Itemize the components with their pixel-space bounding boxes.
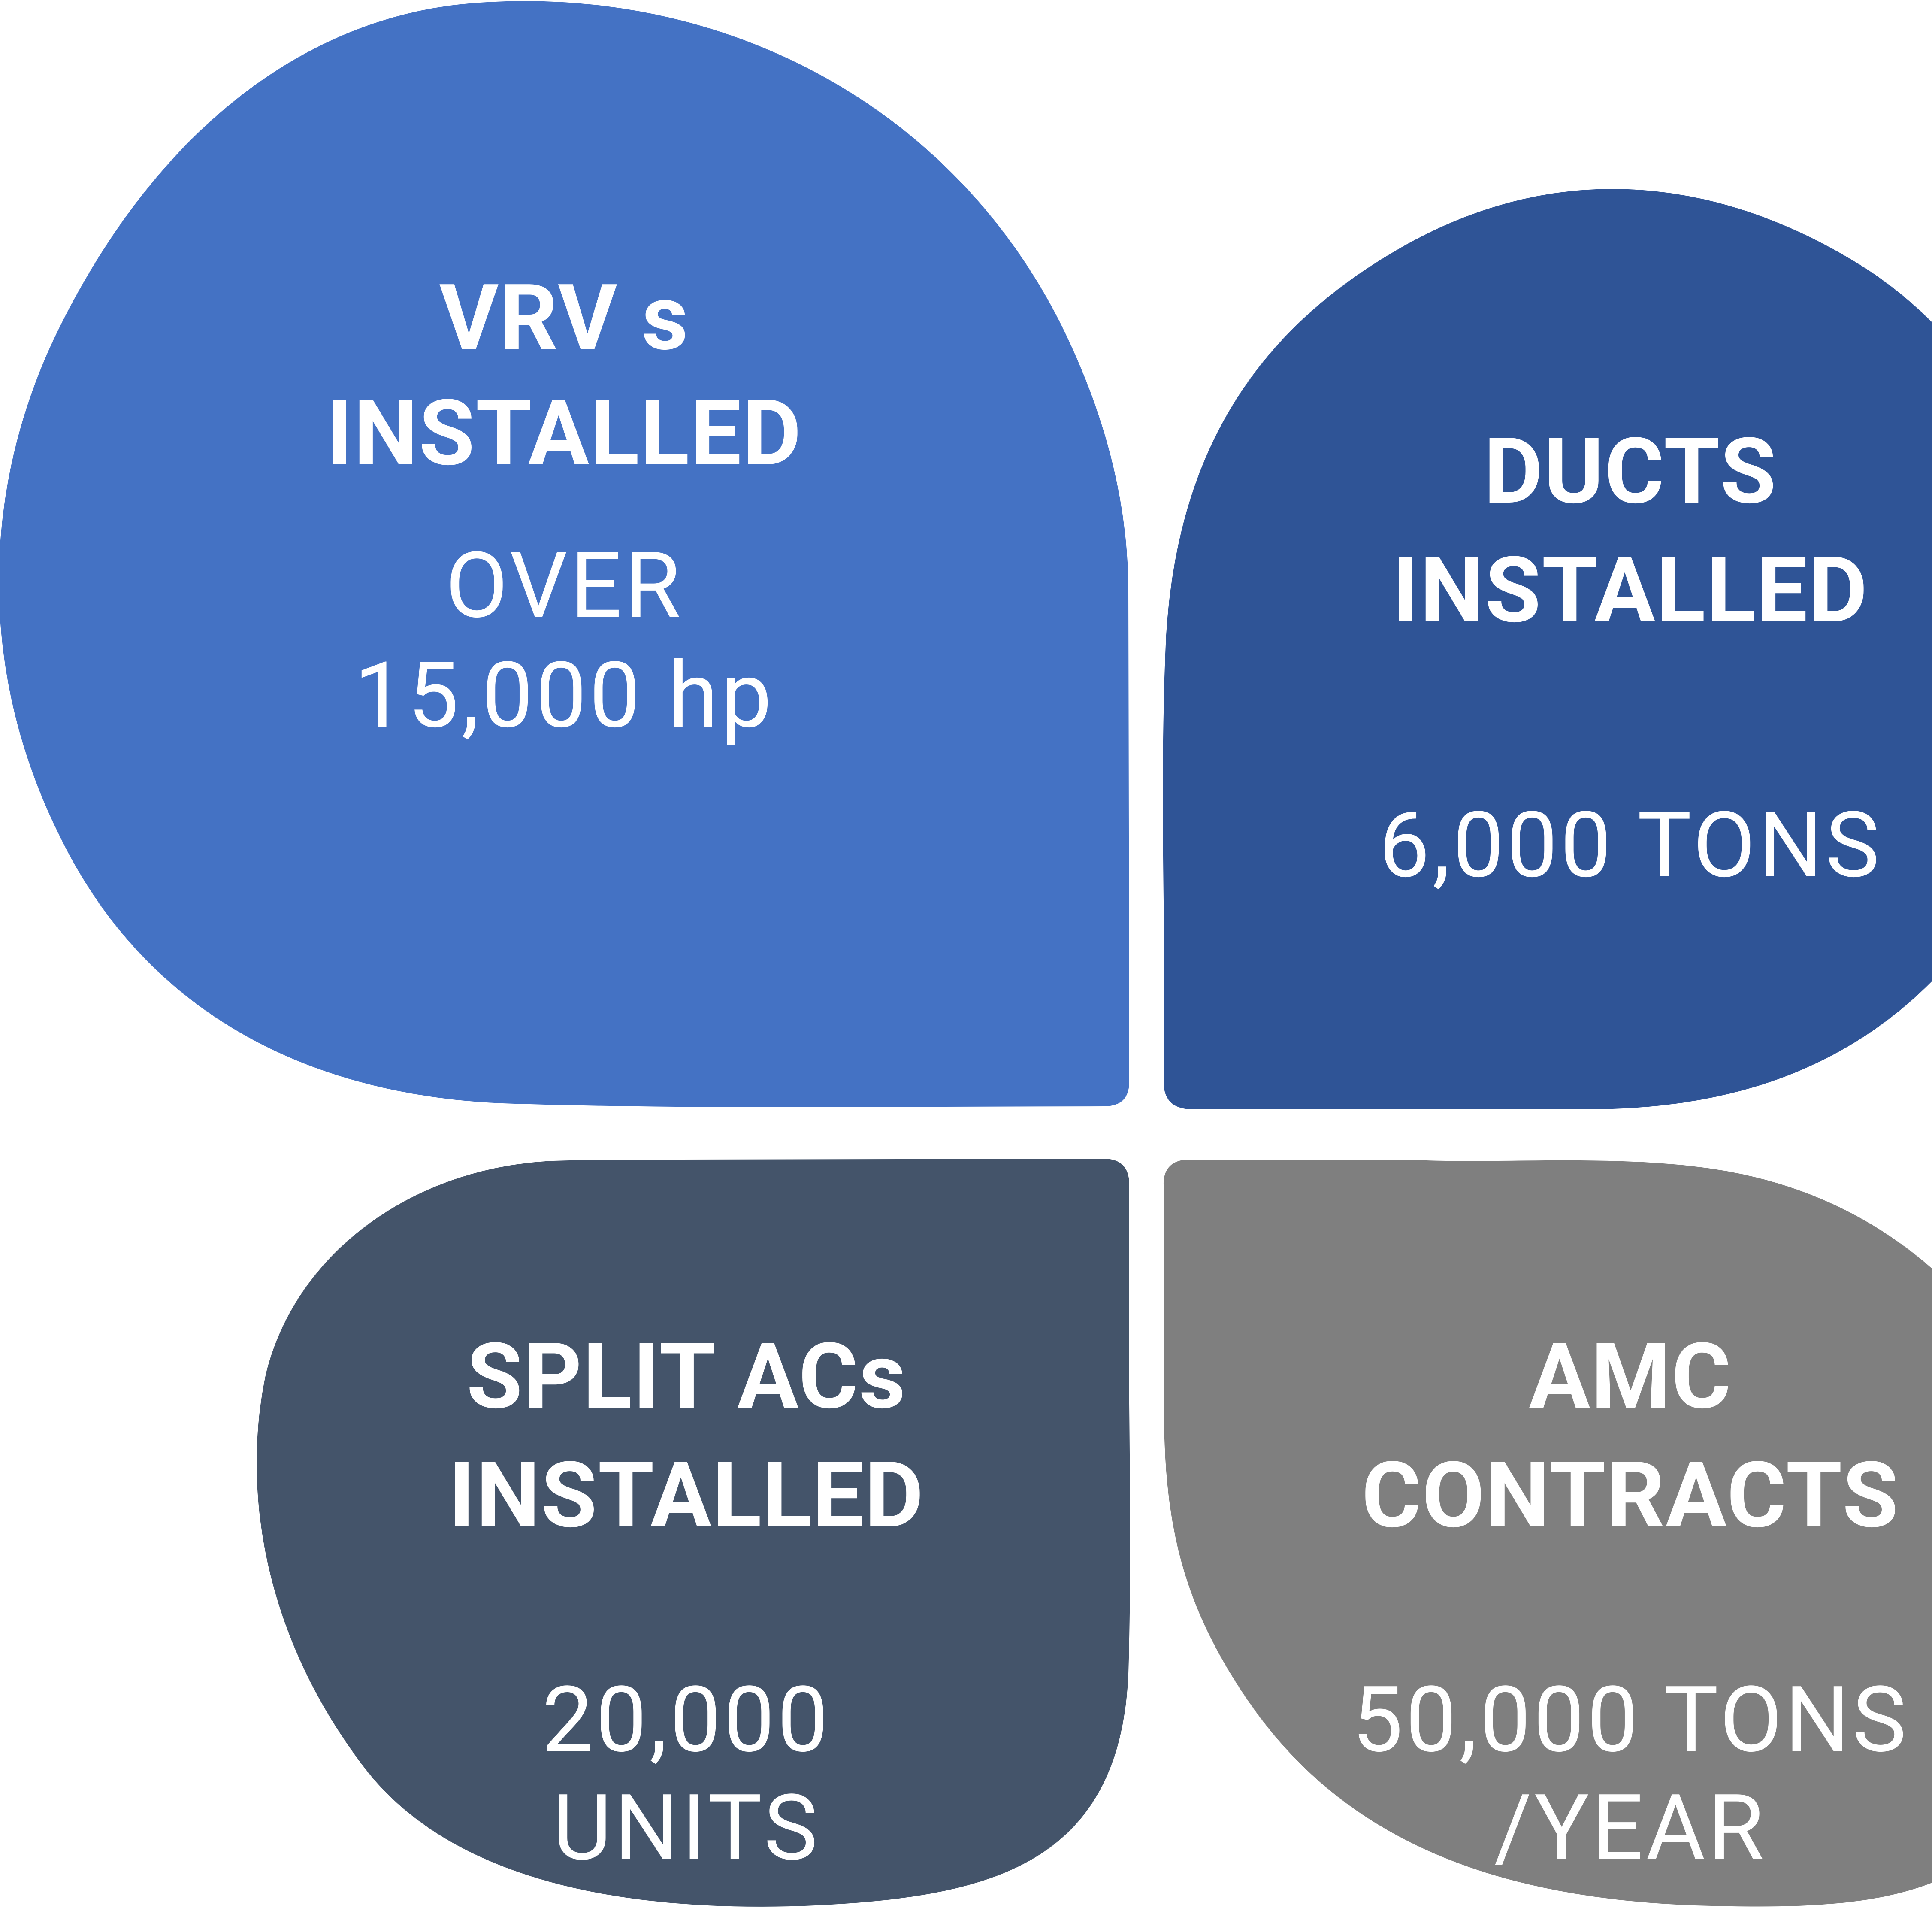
split-value-line-2: UNITS: [553, 1775, 820, 1881]
ducts-value-line-1: 6,000 TONS: [1379, 792, 1882, 899]
ducts-title-line-2: INSTALLED: [1392, 537, 1868, 644]
amc-value-line-2: /YEAR: [1494, 1775, 1766, 1881]
split-title-line-1: SPLIT ACs: [466, 1323, 907, 1430]
amc-value-line-1: 50,000 TONS: [1352, 1666, 1909, 1773]
petal-vrv: VRV s INSTALLED OVER 15,000 hp: [0, 1, 1129, 1107]
amc-title-line-2: CONTRACTS: [1361, 1442, 1899, 1549]
petal-vrv-shape: [0, 1, 1129, 1107]
vrv-title-line-2: INSTALLED: [326, 380, 802, 487]
vrv-value-line-2: 15,000 hp: [354, 642, 774, 749]
petal-ducts-shape: [1163, 189, 1932, 1109]
vrv-value-line-1: OVER: [445, 532, 683, 639]
petal-split-shape: [257, 1159, 1131, 1907]
vrv-title-line-1: VRV s: [439, 264, 689, 371]
split-value-line-1: 20,000: [542, 1666, 831, 1773]
petal-amc: AMC CONTRACTS 50,000 TONS /YEAR: [1164, 1160, 1932, 1907]
petal-split: SPLIT ACs INSTALLED 20,000 UNITS: [257, 1159, 1131, 1907]
ducts-title-line-1: DUCTS: [1484, 418, 1777, 525]
petal-ducts: DUCTS INSTALLED 6,000 TONS: [1163, 189, 1932, 1109]
split-title-line-2: INSTALLED: [448, 1442, 924, 1549]
petal-amc-shape: [1164, 1160, 1932, 1907]
amc-title-line-1: AMC: [1529, 1323, 1732, 1430]
